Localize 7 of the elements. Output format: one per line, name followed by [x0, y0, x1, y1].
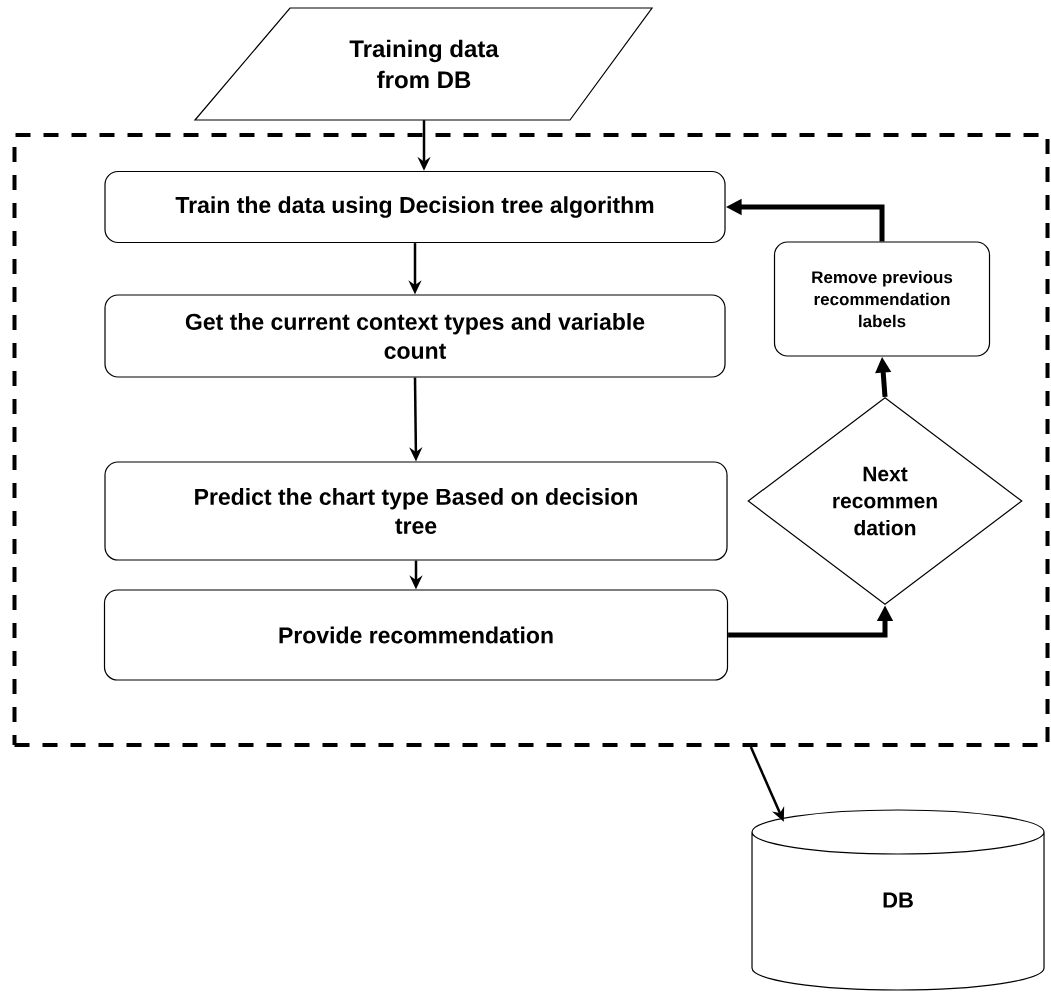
database-cylinder: DB — [751, 809, 1045, 991]
process-box: Predict the chart type Based on decision tree — [104, 461, 728, 561]
dashed-boundary — [12, 133, 1050, 747]
process-box: Provide recommendation — [103, 589, 729, 681]
process-box: Remove previous recommendation labels — [773, 241, 991, 357]
process-box: Get the current context types and variable count — [104, 294, 726, 378]
process-box: Train the data using Decision tree algorithm — [104, 170, 726, 244]
